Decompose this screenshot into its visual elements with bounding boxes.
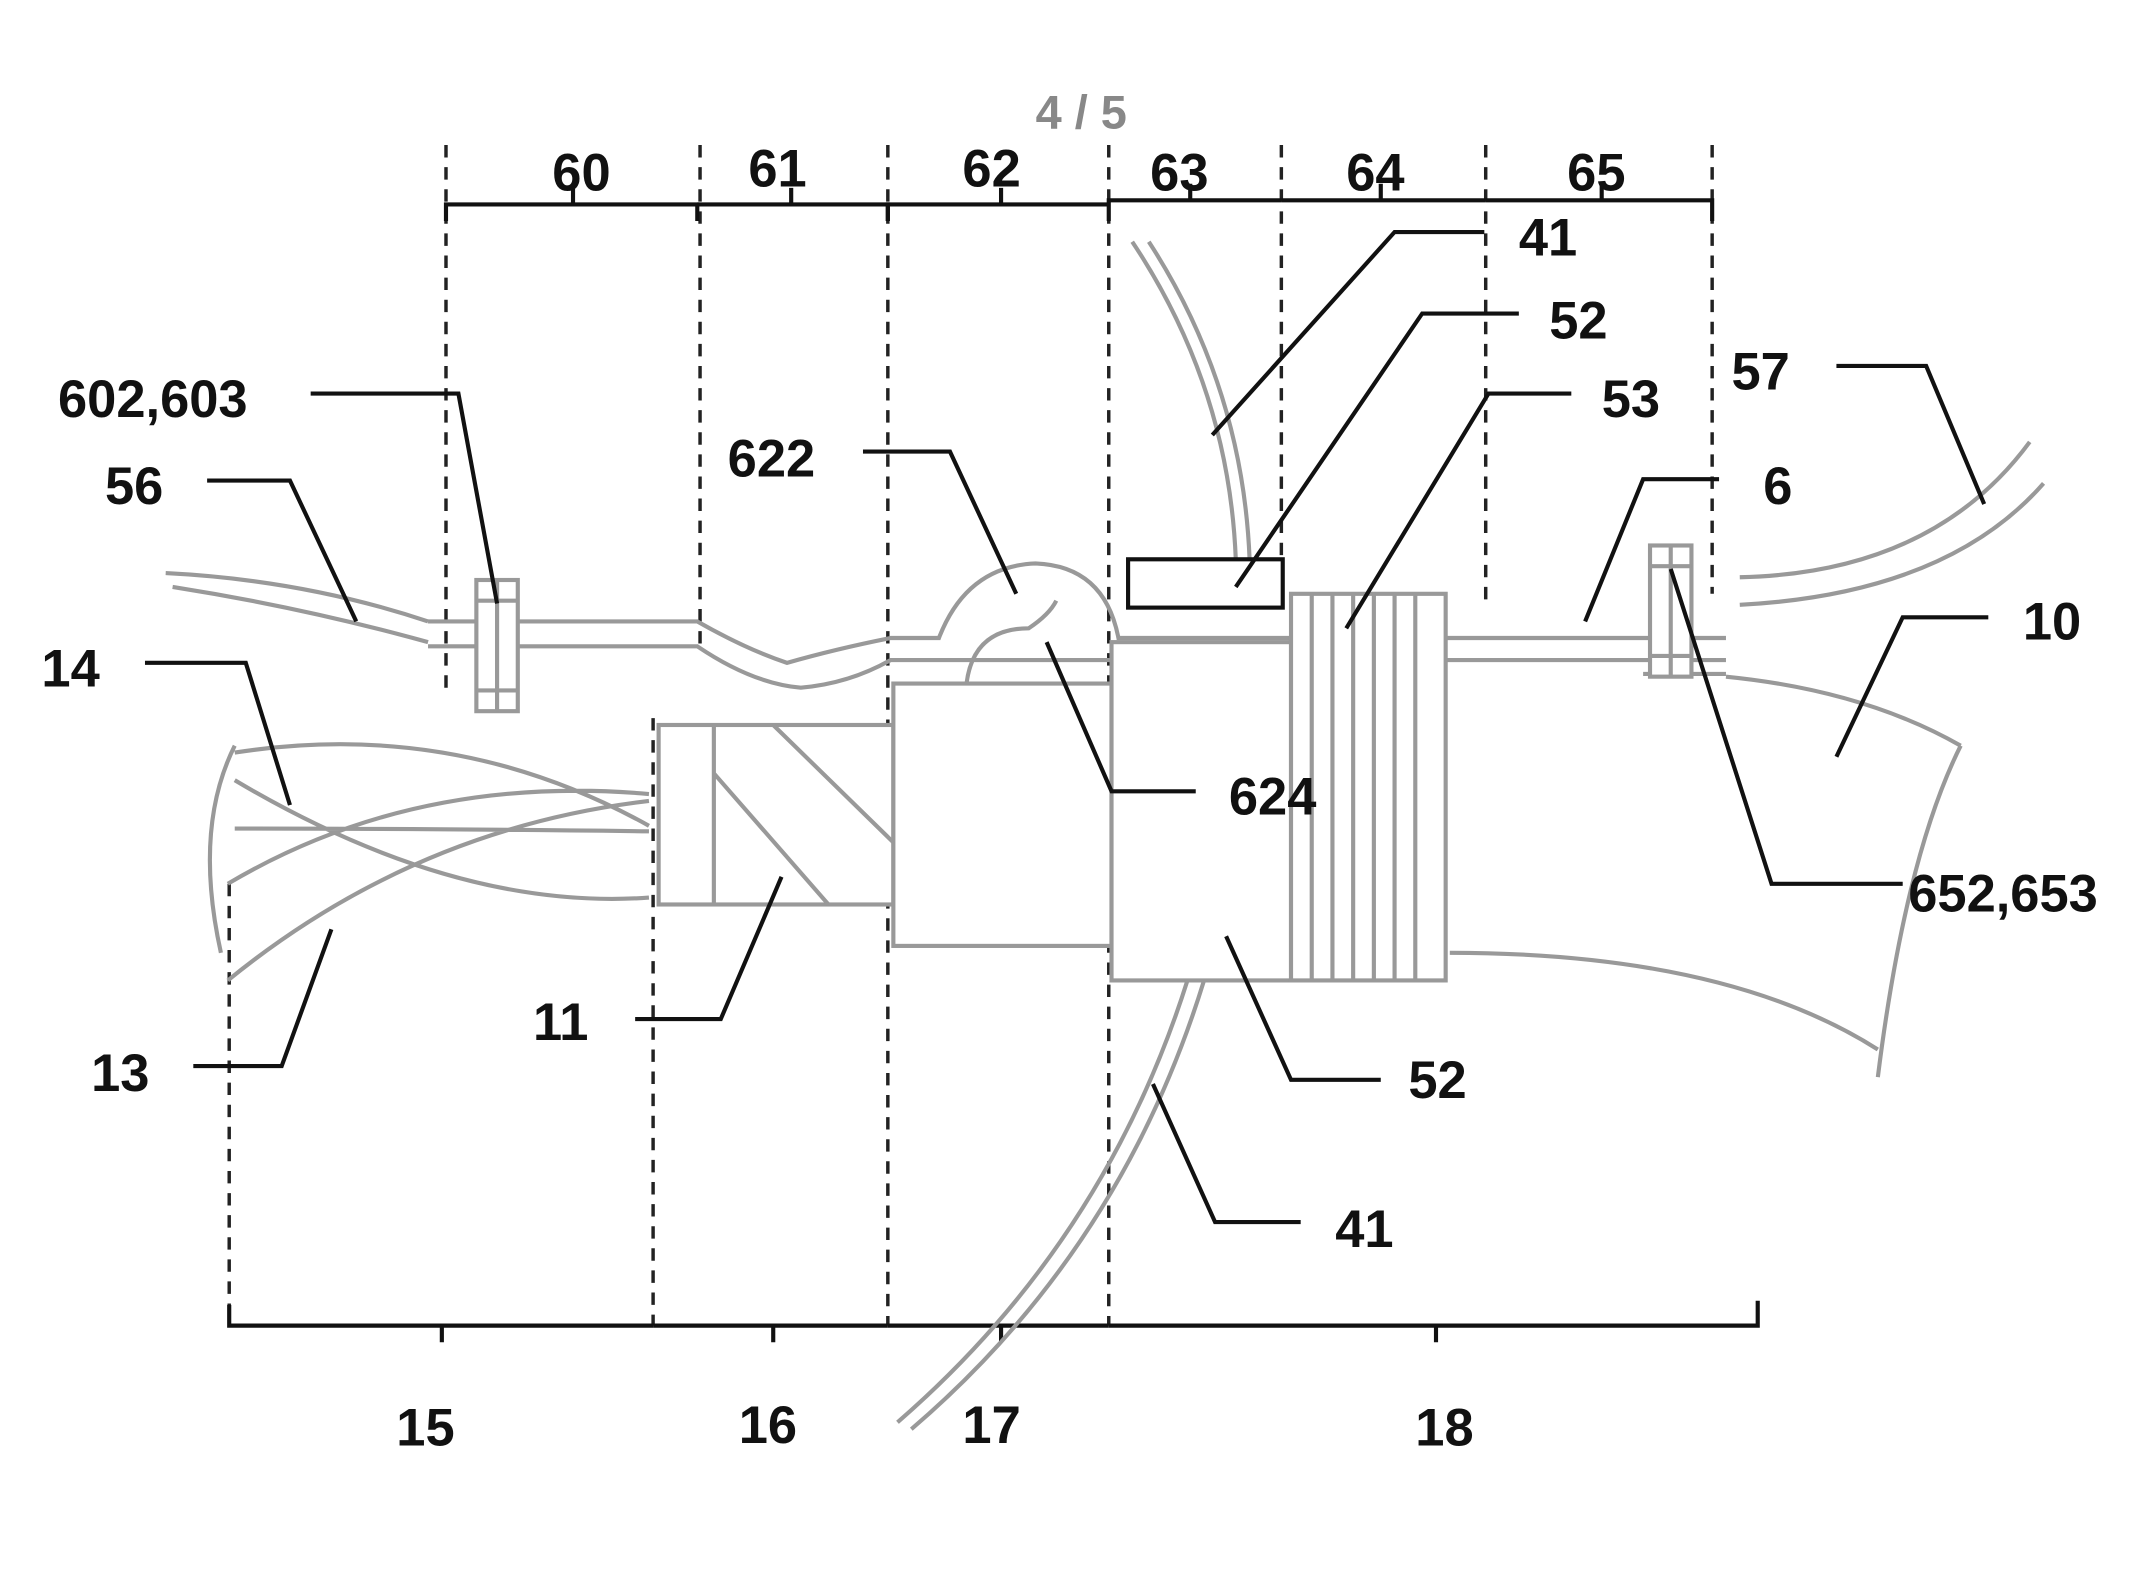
callout-53: 53 <box>1602 371 1660 429</box>
callout-57: 57 <box>1731 343 1789 401</box>
callout-652-653: 652,653 <box>1908 865 2098 923</box>
section-label-60: 60 <box>552 145 610 203</box>
top-brackets <box>443 183 1715 222</box>
section-label-65: 65 <box>1567 145 1625 203</box>
callout-10: 10 <box>2023 593 2081 651</box>
callout-624: 624 <box>1229 769 1317 827</box>
section-label-63: 63 <box>1150 145 1208 203</box>
section-label-62: 62 <box>962 140 1020 198</box>
leader-lines <box>144 229 1989 1225</box>
section-dividers <box>227 145 1714 1326</box>
callout-41-top: 41 <box>1519 210 1577 268</box>
section-label-18: 18 <box>1415 1400 1473 1458</box>
page-number: 4 / 5 <box>1036 86 1127 138</box>
callout-52-bottom: 52 <box>1408 1052 1466 1110</box>
sleeve-52-top <box>1126 557 1285 610</box>
section-label-15: 15 <box>396 1400 454 1458</box>
callout-41-bottom: 41 <box>1335 1201 1393 1259</box>
callout-602-603: 602,603 <box>58 371 248 429</box>
section-label-17: 17 <box>962 1397 1020 1455</box>
section-label-64: 64 <box>1346 145 1404 203</box>
callout-622: 622 <box>728 430 816 488</box>
section-label-16: 16 <box>739 1397 797 1455</box>
callout-52-top: 52 <box>1549 292 1607 350</box>
section-label-61: 61 <box>748 140 806 198</box>
bottom-brackets <box>227 1300 1760 1343</box>
callout-56: 56 <box>105 458 163 516</box>
callout-14: 14 <box>41 640 99 698</box>
callout-13: 13 <box>91 1045 149 1103</box>
callout-11: 11 <box>533 994 588 1052</box>
callout-6: 6 <box>1763 458 1792 516</box>
